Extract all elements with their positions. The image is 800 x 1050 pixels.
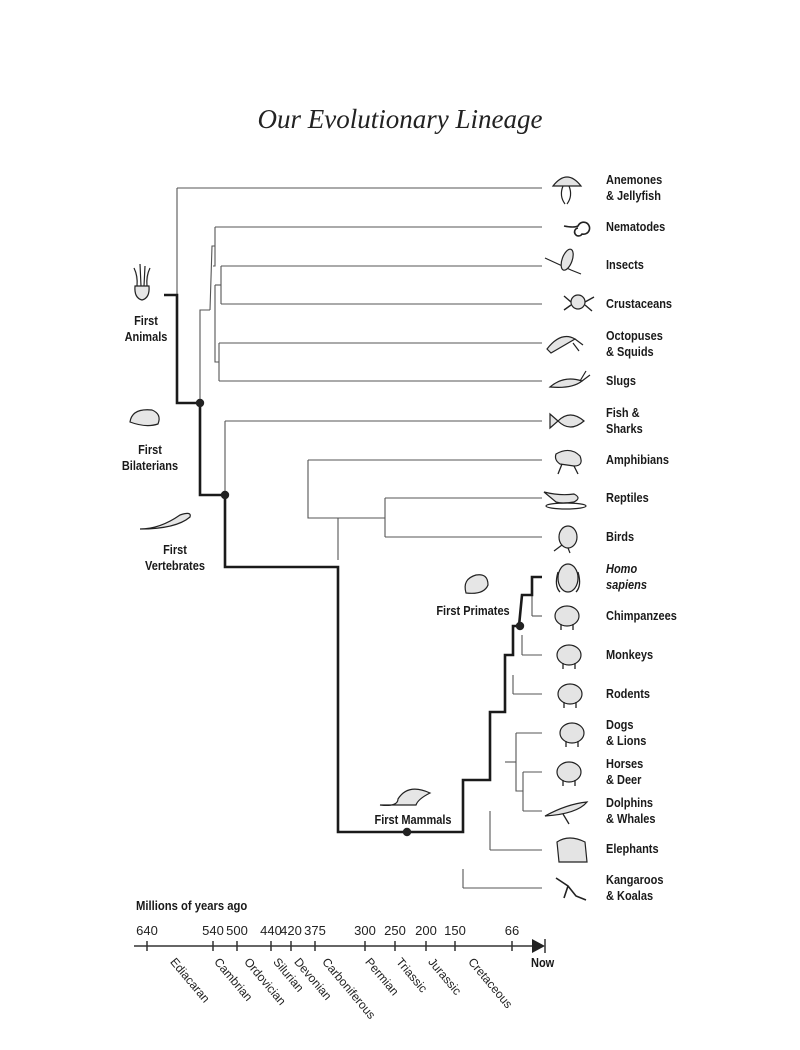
branch-lines [176,187,542,889]
tick-label-540: 540 [202,923,224,938]
squid-icon [546,336,584,354]
milestone-label-first-mammals: First Mammals [374,813,452,827]
tick-label-200: 200 [415,923,437,938]
leaf-label-horses: Horses& Deer [606,757,644,787]
elephant-icon [556,837,588,863]
timeline-axis [134,939,546,953]
fish-icon [549,412,585,430]
leaf-label-octopuses: Octopuses& Squids [606,329,663,359]
leaf-label-elephants: Elephants [606,842,659,856]
timeline-arrow [532,939,545,953]
worm-icon [563,221,591,237]
connector-3 [209,245,215,311]
leaf-label-anemones: Anemones& Jellyfish [606,173,663,203]
milestone-icons [129,263,489,806]
frog-icon [554,449,582,475]
rodent-icon [557,683,583,708]
tick-label-66: 66 [504,923,520,938]
leaf-label-slugs: Slugs [606,374,636,388]
horse-icon [556,761,582,786]
dog-icon [559,722,585,747]
diagram-title: Our Evolutionary Lineage [257,104,543,134]
monkey-icon [556,644,582,669]
milestone-label-first-primates: First Primates [436,604,510,618]
tick-label-500: 500 [226,923,248,938]
tick-label-300: 300 [354,923,376,938]
human-icon [555,563,581,593]
early-mammal-icon [379,788,432,806]
leaf-label-fish: Fish &Sharks [606,406,643,436]
kangaroo-icon [555,877,587,901]
connector-1 [213,227,216,267]
leaf-label-monkeys: Monkeys [606,648,654,662]
anemone-polyp-icon [133,263,151,301]
connector-9 [307,460,338,519]
node-first-bilaterians [195,398,205,408]
jellyfish-icon [551,176,583,205]
tick-label-250: 250 [384,923,406,938]
leaf-label-kangaroos: Kangaroos& Koalas [606,873,664,903]
leaf-label-rodents: Rodents [606,687,650,701]
now-label: Now [531,956,555,970]
leaf-label-nematodes: Nematodes [606,220,666,234]
leaf-icons [543,176,595,901]
node-first-mammals [402,827,412,837]
leaf-label-crustaceans: Crustaceans [606,297,673,311]
mayfly-icon [544,248,582,275]
leaf-label-amphibians: Amphibians [606,453,669,467]
connector-16 [515,733,523,792]
lineage-line [164,293,542,834]
bilaterian-worm-icon [129,409,160,427]
leaf-label-dolphins: Dolphins& Whales [606,796,656,826]
human-lineage-path [164,293,542,834]
whale-icon [544,801,589,825]
tick-label-640: 640 [136,923,158,938]
leaf-label-dogs: Dogs& Lions [606,718,647,748]
bird-icon [553,525,578,554]
timeline-title: Millions of years ago [136,899,248,913]
leaf-label-birds: Birds [606,530,635,544]
tick-label-420: 420 [280,923,302,938]
chimpanzee-icon [554,605,580,630]
leaf-label-reptiles: Reptiles [606,491,649,505]
leaf-label-chimps: Chimpanzees [606,609,677,623]
slug-icon [548,370,591,388]
tick-label-150: 150 [444,923,466,938]
crab-icon [563,294,595,312]
node-first-primates [515,621,525,631]
connector-6 [214,285,219,363]
milestone-nodes [195,398,525,837]
lamprey-icon [139,512,191,530]
connector-7 [199,309,210,403]
tick-label-440: 440 [260,923,282,938]
lizard-icon [543,491,587,510]
early-primate-icon [464,574,489,594]
leaf-label-insects: Insects [606,258,644,272]
tick-label-375: 375 [304,923,326,938]
node-first-vertebrates [220,490,230,500]
